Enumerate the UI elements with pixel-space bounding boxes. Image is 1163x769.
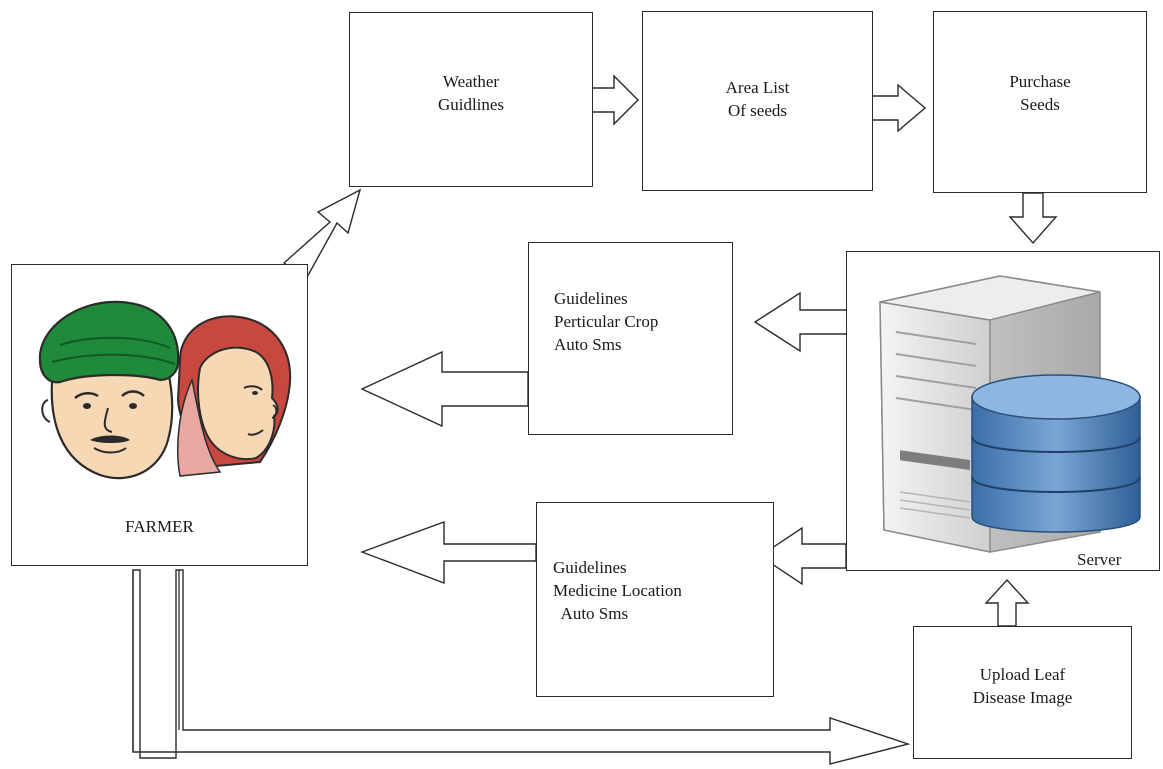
woman-figure	[176, 315, 292, 477]
area-list-box	[642, 11, 873, 191]
area-list-label: Area List Of seeds	[725, 78, 790, 120]
arrow-server-to-medicine	[758, 526, 847, 586]
arrow-farmer-to-upload	[132, 569, 911, 765]
weather-guidelines-label: Weather Guidlines	[437, 72, 505, 114]
arrow-arealist-to-purchase	[871, 83, 927, 133]
purchase-seeds-label: Purchase Seeds	[1009, 72, 1071, 114]
man-figure	[38, 300, 180, 480]
arrow-server-to-crop	[753, 291, 849, 353]
arrow-farmer-to-weather	[282, 188, 362, 281]
farmer-label: FARMER	[125, 517, 194, 536]
crop-guidelines-label: Guidelines Perticular Crop Auto Sms	[554, 289, 659, 354]
arrow-weather-to-arealist	[591, 74, 639, 126]
database-icon	[971, 374, 1141, 533]
server-tower-icon	[879, 275, 1141, 553]
server-label: Server	[1077, 550, 1122, 569]
weather-guidelines-box	[349, 12, 593, 187]
purchase-seeds-box	[933, 11, 1147, 193]
arrow-purchase-to-server	[1008, 192, 1058, 245]
upload-image-label: Upload Leaf Disease Image	[972, 665, 1073, 707]
farmer-couple-icon	[38, 300, 292, 480]
arrow-upload-to-server	[984, 578, 1030, 627]
medicine-guidelines-label: Guidelines Medicine Location Auto Sms	[553, 558, 682, 623]
medicine-guidelines-box	[536, 502, 774, 697]
arrow-medicine-to-farmer	[359, 520, 537, 585]
crop-guidelines-box	[528, 242, 733, 435]
arrow-crop-to-farmer	[360, 350, 529, 428]
upload-image-box	[913, 626, 1132, 759]
